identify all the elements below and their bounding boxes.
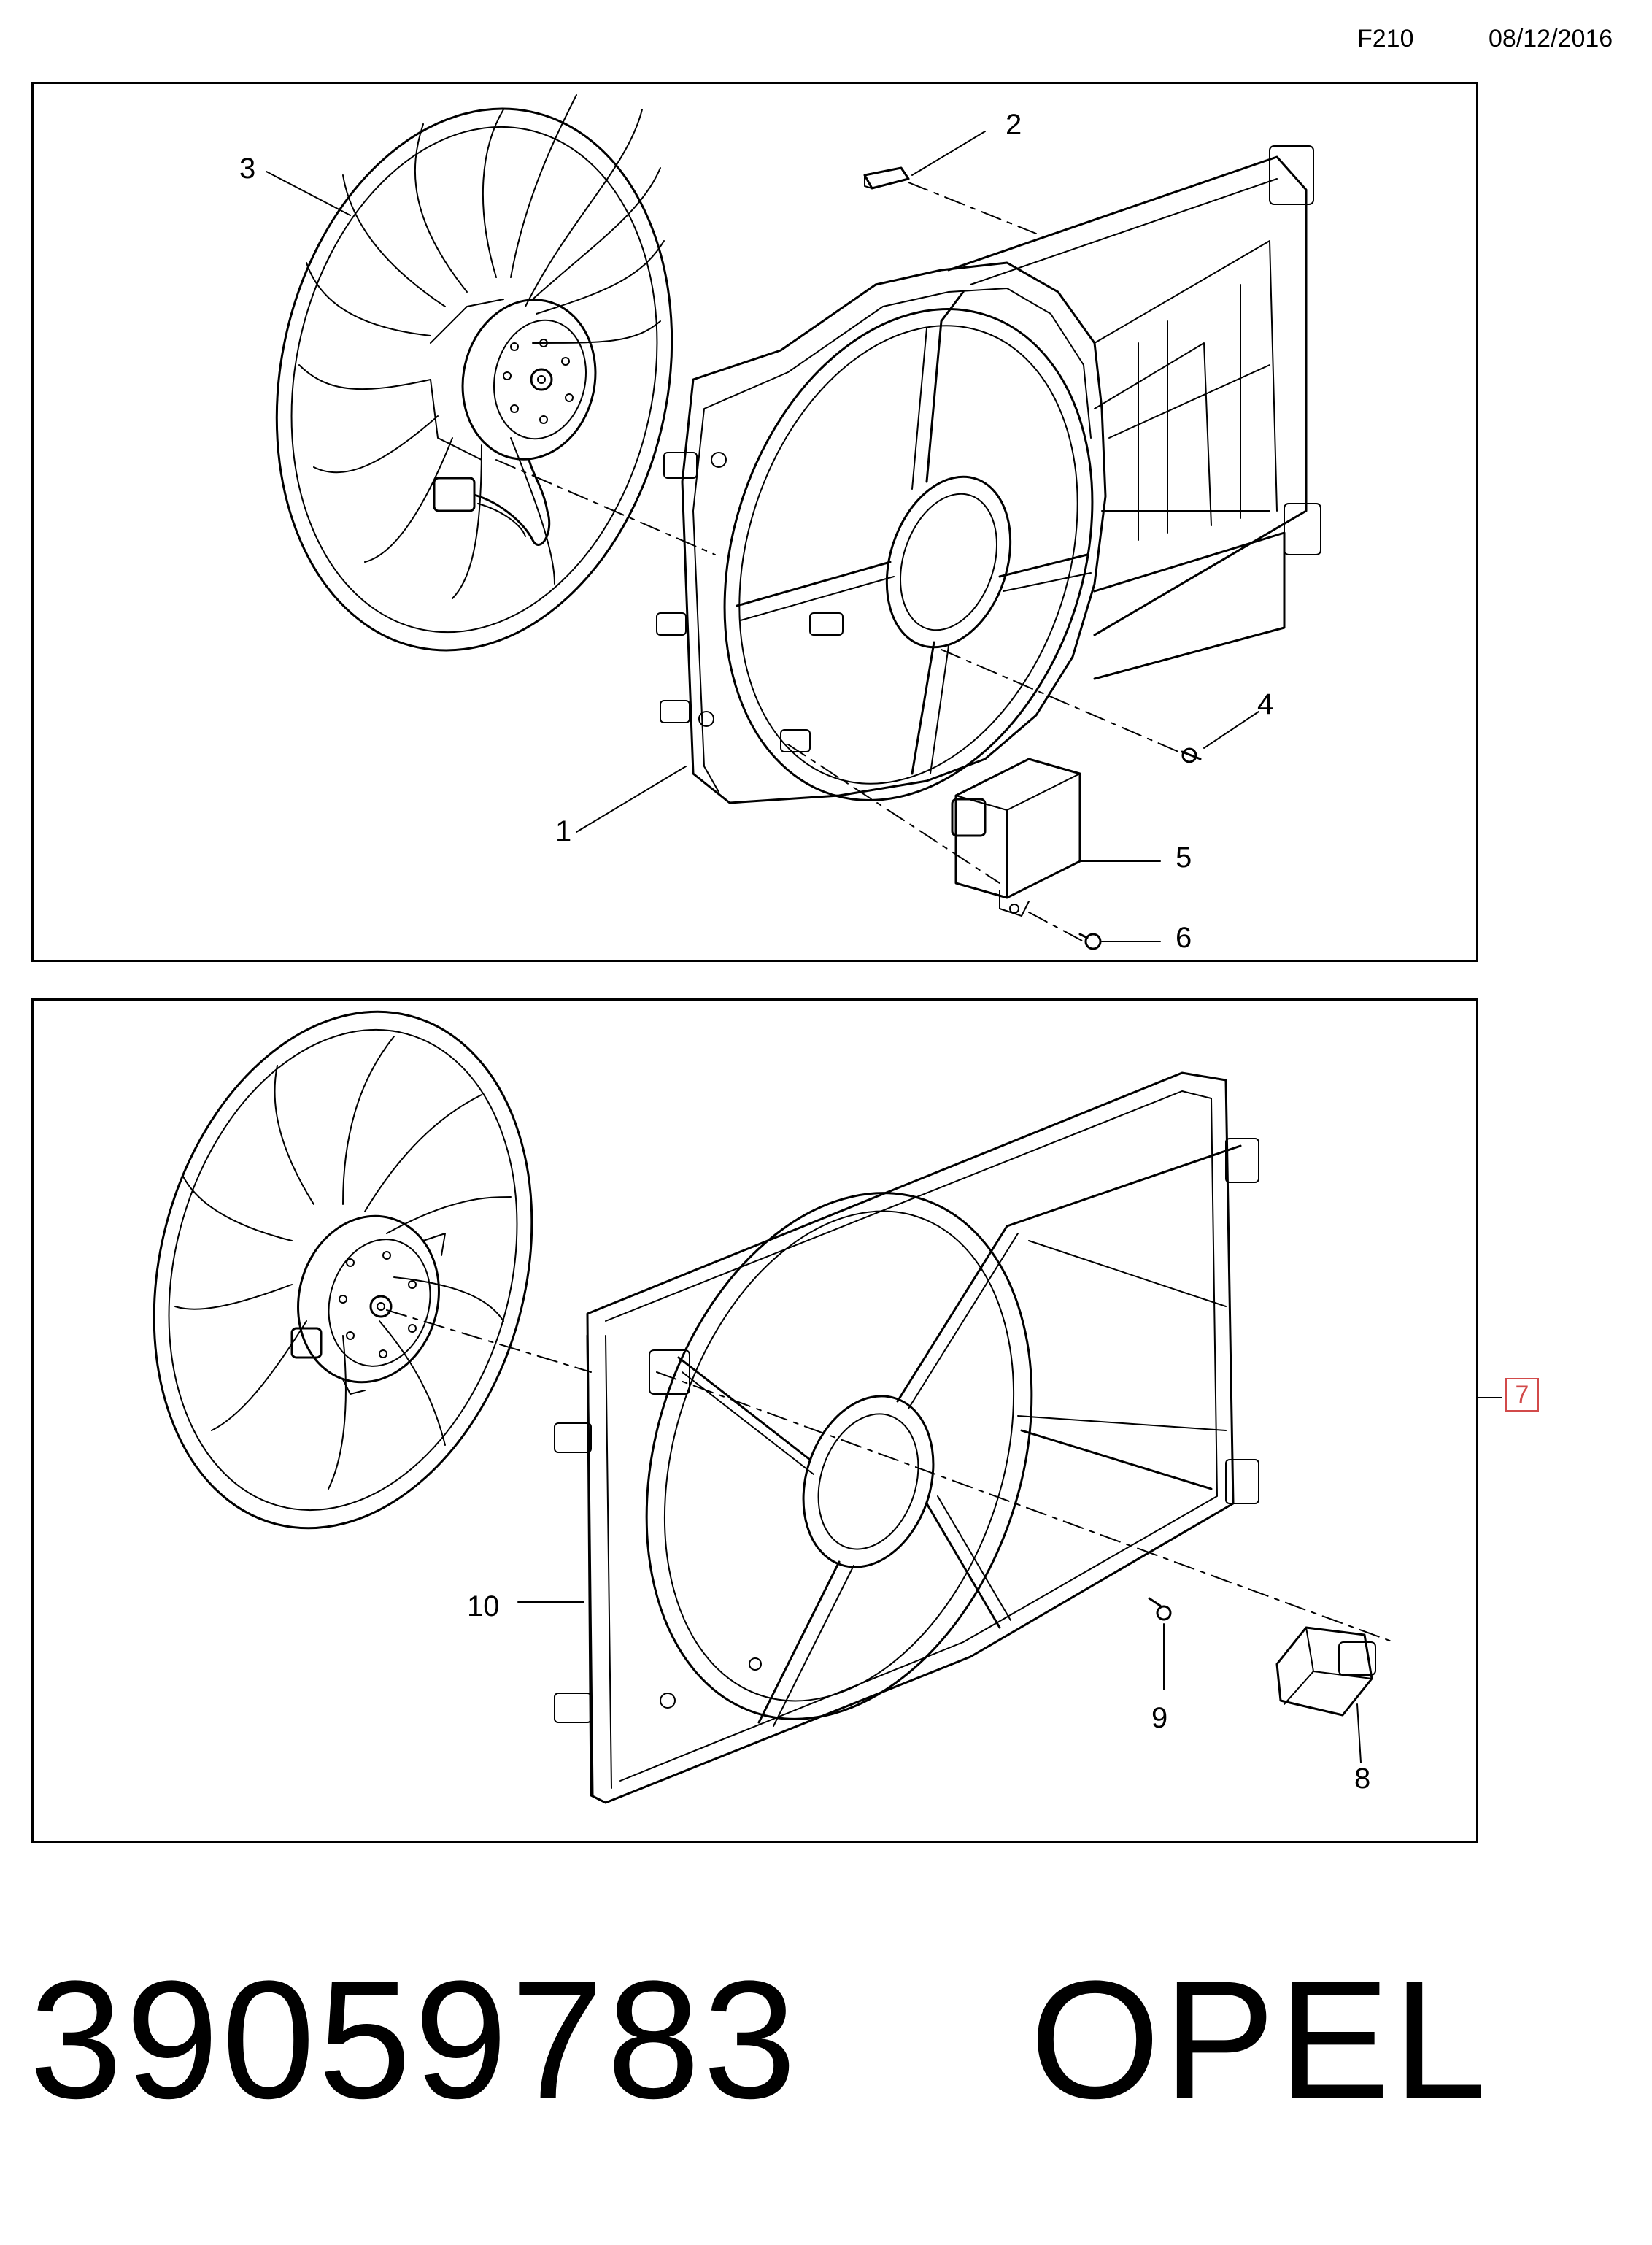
callout-8: 8 (1354, 1763, 1371, 1795)
clip-part-top (863, 166, 910, 190)
callout-10: 10 (467, 1590, 500, 1622)
fan-shroud-top (656, 145, 1321, 804)
callout-5: 5 (1176, 842, 1192, 874)
diagram-date: 08/12/2016 (1489, 25, 1613, 53)
bottom-view-artwork (153, 1010, 1502, 1804)
brand-name: OPEL (1030, 1946, 1489, 2133)
callout-2: 2 (1006, 109, 1022, 141)
bolt-top (1078, 933, 1102, 950)
top-diagram-panel: 2 3 4 1 5 6 (31, 82, 1478, 962)
fan-shroud-bottom (554, 1071, 1259, 1804)
callout-1: 1 (555, 815, 572, 847)
fan-blade-top (275, 94, 673, 652)
screw-top (1181, 747, 1202, 763)
fan-blade-bottom (153, 1010, 533, 1530)
resistor-module-bottom (1275, 1626, 1376, 1717)
diagram-code: F210 (1357, 25, 1414, 53)
part-number-banner: 39059783 OPEL (29, 1956, 1489, 2124)
callout-9: 9 (1151, 1702, 1168, 1734)
screw-bottom (1148, 1597, 1172, 1621)
group-reference-7: 7 (1505, 1378, 1539, 1412)
part-number: 39059783 (29, 1946, 800, 2133)
top-view-artwork (266, 94, 1321, 950)
callout-3: 3 (239, 153, 256, 185)
callout-6: 6 (1176, 922, 1192, 954)
callout-4: 4 (1257, 688, 1274, 720)
bottom-diagram-panel: 10 9 8 (31, 998, 1478, 1843)
